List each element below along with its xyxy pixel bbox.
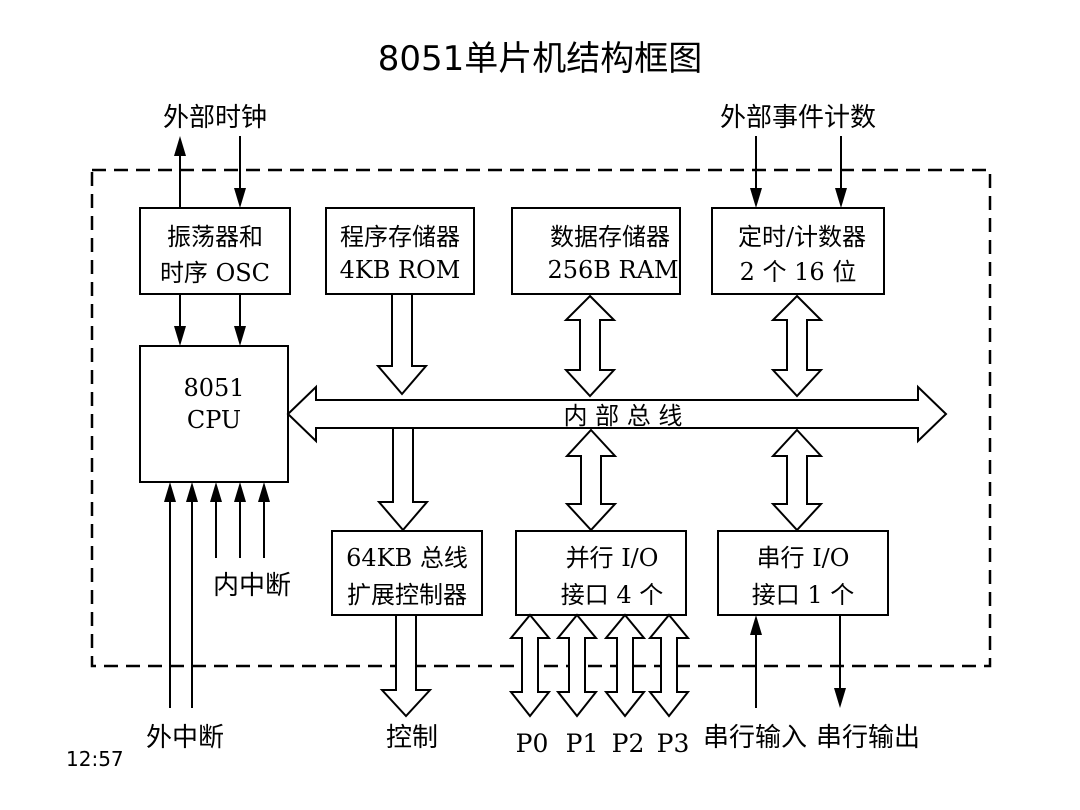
serial-input-arrow bbox=[750, 615, 762, 708]
osc-to-cpu-arrow-left bbox=[174, 294, 186, 346]
external-interrupt-arrow-1 bbox=[164, 482, 176, 708]
timer-counter-line2: 2 个 16 位 bbox=[740, 258, 857, 286]
event-count-arrow-right bbox=[835, 136, 847, 208]
oscillator-line1: 振荡器和 bbox=[167, 223, 263, 251]
bus-parallel-io-arrow bbox=[564, 428, 618, 532]
timer-counter-line1: 定时/计数器 bbox=[738, 223, 866, 251]
cpu-line2: CPU bbox=[187, 406, 241, 434]
timer-counter-block: 定时/计数器 2 个 16 位 bbox=[711, 207, 885, 295]
external-event-count-label: 外部事件计数 bbox=[720, 103, 876, 133]
ram-bus-arrow bbox=[563, 294, 617, 398]
oscillator-line2: 时序 OSC bbox=[160, 259, 270, 287]
data-memory-line1: 数据存储器 bbox=[550, 223, 670, 251]
bus-to-expansion-arrow bbox=[376, 427, 430, 532]
oscillator-block: 振荡器和 时序 OSC bbox=[139, 207, 291, 295]
event-count-arrow-left bbox=[750, 136, 762, 208]
data-memory-block: 数据存储器 256B RAM bbox=[511, 207, 681, 295]
clock-in-arrow bbox=[234, 136, 246, 208]
osc-to-cpu-arrow-right bbox=[234, 294, 246, 346]
internal-interrupt-arrow-1 bbox=[210, 482, 222, 558]
serial-output-label: 串行输出 bbox=[816, 723, 920, 753]
bus-expansion-block: 64KB 总线 扩展控制器 bbox=[331, 530, 483, 616]
internal-bus: 内 部 总 线 bbox=[286, 384, 948, 444]
external-interrupt-label: 外中断 bbox=[146, 723, 224, 753]
port-p0-arrow bbox=[508, 613, 552, 718]
port-p2-arrow bbox=[603, 613, 647, 718]
parallel-io-block: 并行 I/O 接口 4 个 bbox=[515, 530, 687, 616]
cpu-line1: 8051 bbox=[183, 374, 244, 402]
external-interrupt-arrow-2 bbox=[186, 482, 198, 708]
data-memory-line2: 256B RAM bbox=[547, 256, 678, 284]
internal-bus-label: 内 部 总 线 bbox=[564, 402, 683, 430]
port-p3-label: P3 bbox=[657, 729, 690, 758]
program-memory-line1: 程序存储器 bbox=[340, 223, 460, 251]
control-label: 控制 bbox=[386, 723, 438, 753]
serial-output-arrow bbox=[834, 615, 846, 708]
cpu-block: 8051 CPU bbox=[139, 345, 289, 483]
rom-to-bus-arrow bbox=[375, 293, 429, 396]
serial-input-label: 串行输入 bbox=[703, 723, 807, 753]
program-memory-line2: 4KB ROM bbox=[340, 256, 461, 284]
chip-boundary bbox=[90, 168, 992, 668]
serial-io-block: 串行 I/O 接口 1 个 bbox=[717, 530, 889, 616]
external-clock-label: 外部时钟 bbox=[163, 103, 267, 133]
bus-expansion-line1: 64KB 总线 bbox=[346, 544, 468, 572]
port-p3-arrow bbox=[647, 613, 691, 718]
parallel-io-line1: 并行 I/O bbox=[566, 544, 659, 572]
internal-interrupt-arrow-3 bbox=[258, 482, 270, 558]
port-p1-arrow bbox=[555, 613, 599, 718]
internal-interrupt-label: 内中断 bbox=[213, 571, 291, 601]
port-p0-label: P0 bbox=[516, 729, 549, 758]
port-p1-label: P1 bbox=[566, 729, 599, 758]
bus-serial-io-arrow bbox=[770, 428, 824, 532]
internal-interrupt-arrow-2 bbox=[234, 482, 246, 558]
bus-expansion-line2: 扩展控制器 bbox=[347, 581, 467, 609]
diagram-title: 8051单片机结构框图 bbox=[378, 39, 703, 79]
clock-out-arrow bbox=[174, 136, 186, 208]
port-p2-label: P2 bbox=[612, 729, 645, 758]
control-output-arrow bbox=[379, 614, 433, 718]
timestamp: 12:57 bbox=[66, 747, 124, 771]
serial-io-line1: 串行 I/O bbox=[757, 544, 850, 572]
parallel-io-line2: 接口 4 个 bbox=[561, 581, 664, 609]
program-memory-block: 程序存储器 4KB ROM bbox=[325, 207, 475, 295]
timer-bus-arrow bbox=[770, 294, 824, 398]
serial-io-line2: 接口 1 个 bbox=[752, 581, 855, 609]
